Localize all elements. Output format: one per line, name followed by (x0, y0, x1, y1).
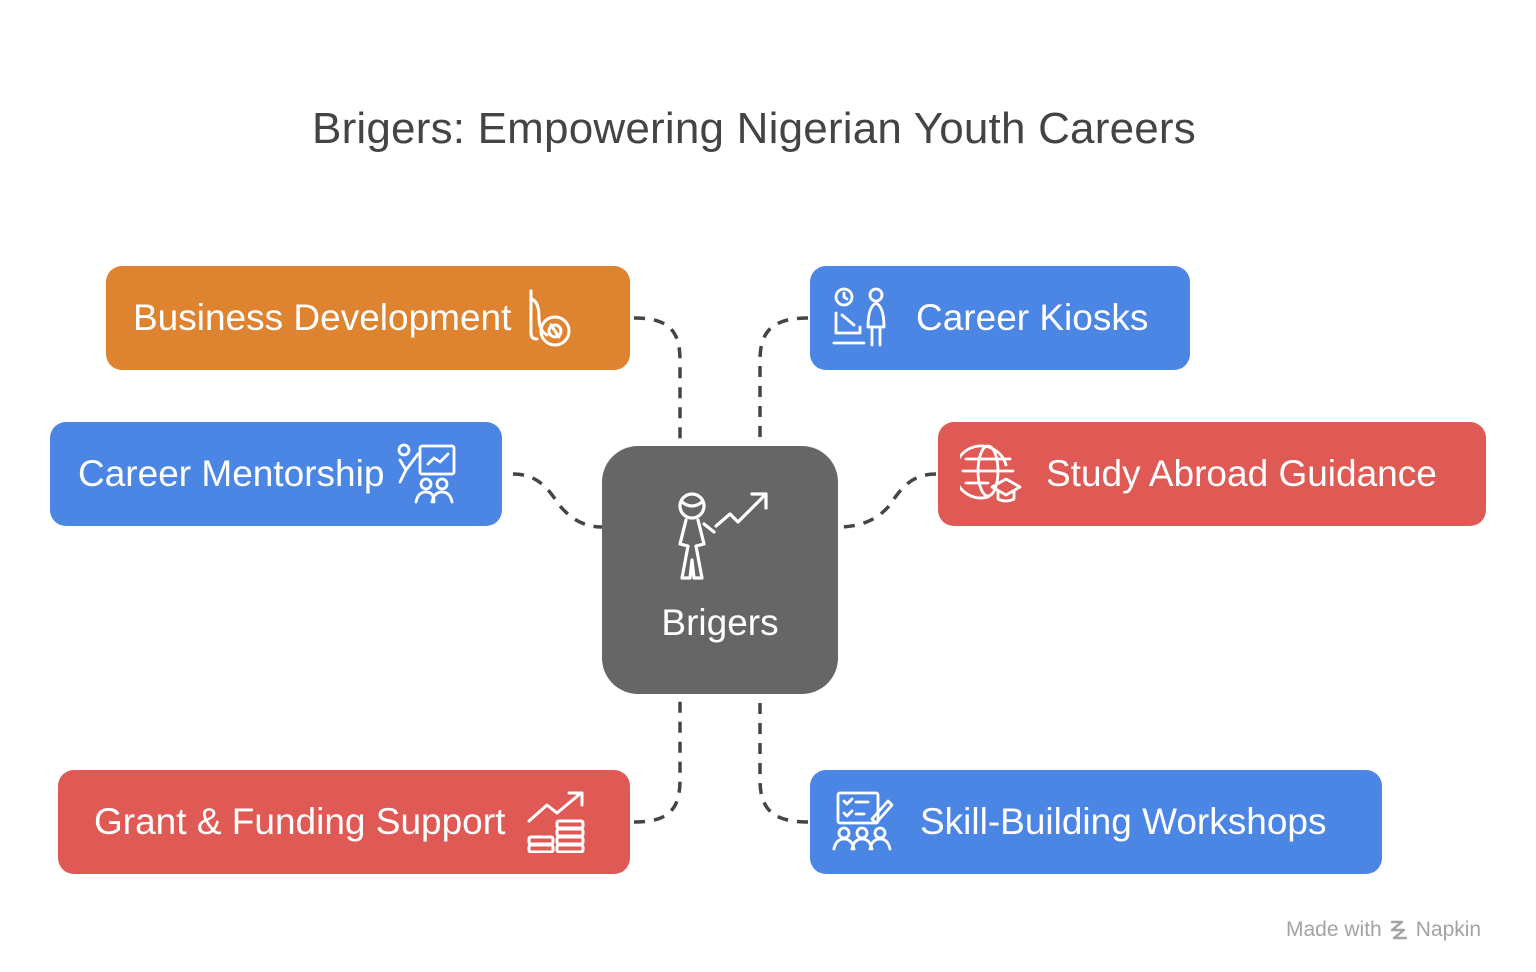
node-label: Grant & Funding Support (94, 801, 506, 842)
node-label: Career Mentorship (78, 453, 385, 494)
connector-grant-funding (633, 694, 682, 824)
node-career-mentorship[interactable]: Career Mentorship (50, 422, 502, 526)
connector-study-abroad (837, 472, 937, 529)
node-label: Study Abroad Guidance (1046, 453, 1437, 494)
center-label: Brigers (661, 602, 779, 643)
footer-attribution[interactable]: Made with Napkin (1286, 918, 1481, 942)
diagram-title: Brigers: Empowering Nigerian Youth Caree… (312, 104, 1196, 153)
node-business-development[interactable]: Business Development (106, 266, 630, 370)
node-skill-workshops[interactable]: Skill-Building Workshops (810, 770, 1382, 874)
connector-career-kiosks (758, 316, 809, 446)
napkin-logo-icon (1390, 920, 1407, 940)
node-study-abroad[interactable]: Study Abroad Guidance (938, 422, 1486, 526)
workshop-checklist-icon (832, 791, 894, 851)
node-label: Business Development (133, 297, 512, 338)
node-label: Career Kiosks (916, 297, 1149, 338)
coins-growth-icon (527, 791, 585, 853)
node-grant-funding[interactable]: Grant & Funding Support (58, 770, 630, 874)
person-growth-icon (678, 492, 768, 580)
made-with-text: Made with (1286, 918, 1382, 941)
kiosk-people-icon (832, 287, 886, 347)
center-node[interactable] (602, 446, 838, 694)
napkin-brand-text: Napkin (1415, 918, 1482, 941)
hand-coins-icon (529, 289, 571, 347)
connector-business-development (633, 316, 682, 446)
connector-skill-workshops (758, 694, 809, 824)
node-label: Skill-Building Workshops (920, 801, 1327, 842)
node-career-kiosks[interactable]: Career Kiosks (810, 266, 1190, 370)
globe-graduation-icon (960, 444, 1022, 503)
connector-career-mentorship (512, 472, 603, 529)
mentor-presentation-icon (398, 443, 456, 504)
